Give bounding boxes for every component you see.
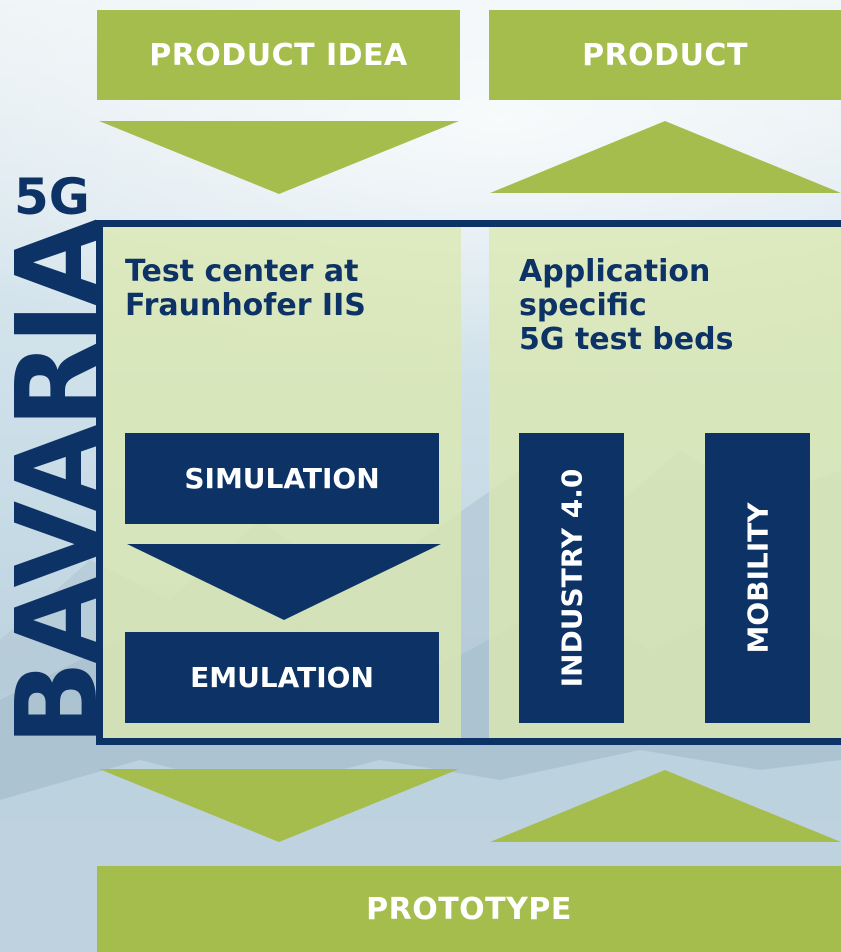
up-arrow-bottom-right-icon <box>490 770 841 842</box>
mobility-testbed-box: MOBILITY <box>705 433 810 723</box>
left-panel-heading: Test center at Fraunhofer IIS <box>125 255 366 323</box>
product-idea-bar: PRODUCT IDEA <box>97 10 460 100</box>
left-heading-line-1: Test center at <box>125 254 359 289</box>
up-arrow-right-icon <box>490 121 841 193</box>
down-arrow-left-icon <box>99 121 459 194</box>
left-heading-line-2: Fraunhofer IIS <box>125 288 366 323</box>
down-arrow-navy-icon <box>127 544 441 620</box>
logo-bavaria-text: BAVARIA <box>0 222 123 746</box>
test-center-frame <box>96 220 841 745</box>
emulation-box: EMULATION <box>125 632 439 723</box>
logo-5g: 5G <box>14 168 90 226</box>
product-bar: PRODUCT <box>489 10 841 100</box>
industry-testbed-box: INDUSTRY 4.0 <box>519 433 624 723</box>
product-idea-label: PRODUCT IDEA <box>149 37 408 73</box>
right-heading-line-3: 5G test beds <box>519 322 734 357</box>
down-arrow-bottom-left-icon <box>99 769 459 842</box>
simulation-label: SIMULATION <box>184 462 380 495</box>
product-label: PRODUCT <box>582 37 748 73</box>
right-heading-line-2: specific <box>519 288 647 323</box>
prototype-bar: PROTOTYPE <box>97 866 841 952</box>
emulation-label: EMULATION <box>190 661 374 694</box>
prototype-label: PROTOTYPE <box>366 891 572 927</box>
right-heading-line-1: Application <box>519 254 711 289</box>
right-panel-heading: Application specific 5G test beds <box>519 255 733 357</box>
simulation-box: SIMULATION <box>125 433 439 524</box>
